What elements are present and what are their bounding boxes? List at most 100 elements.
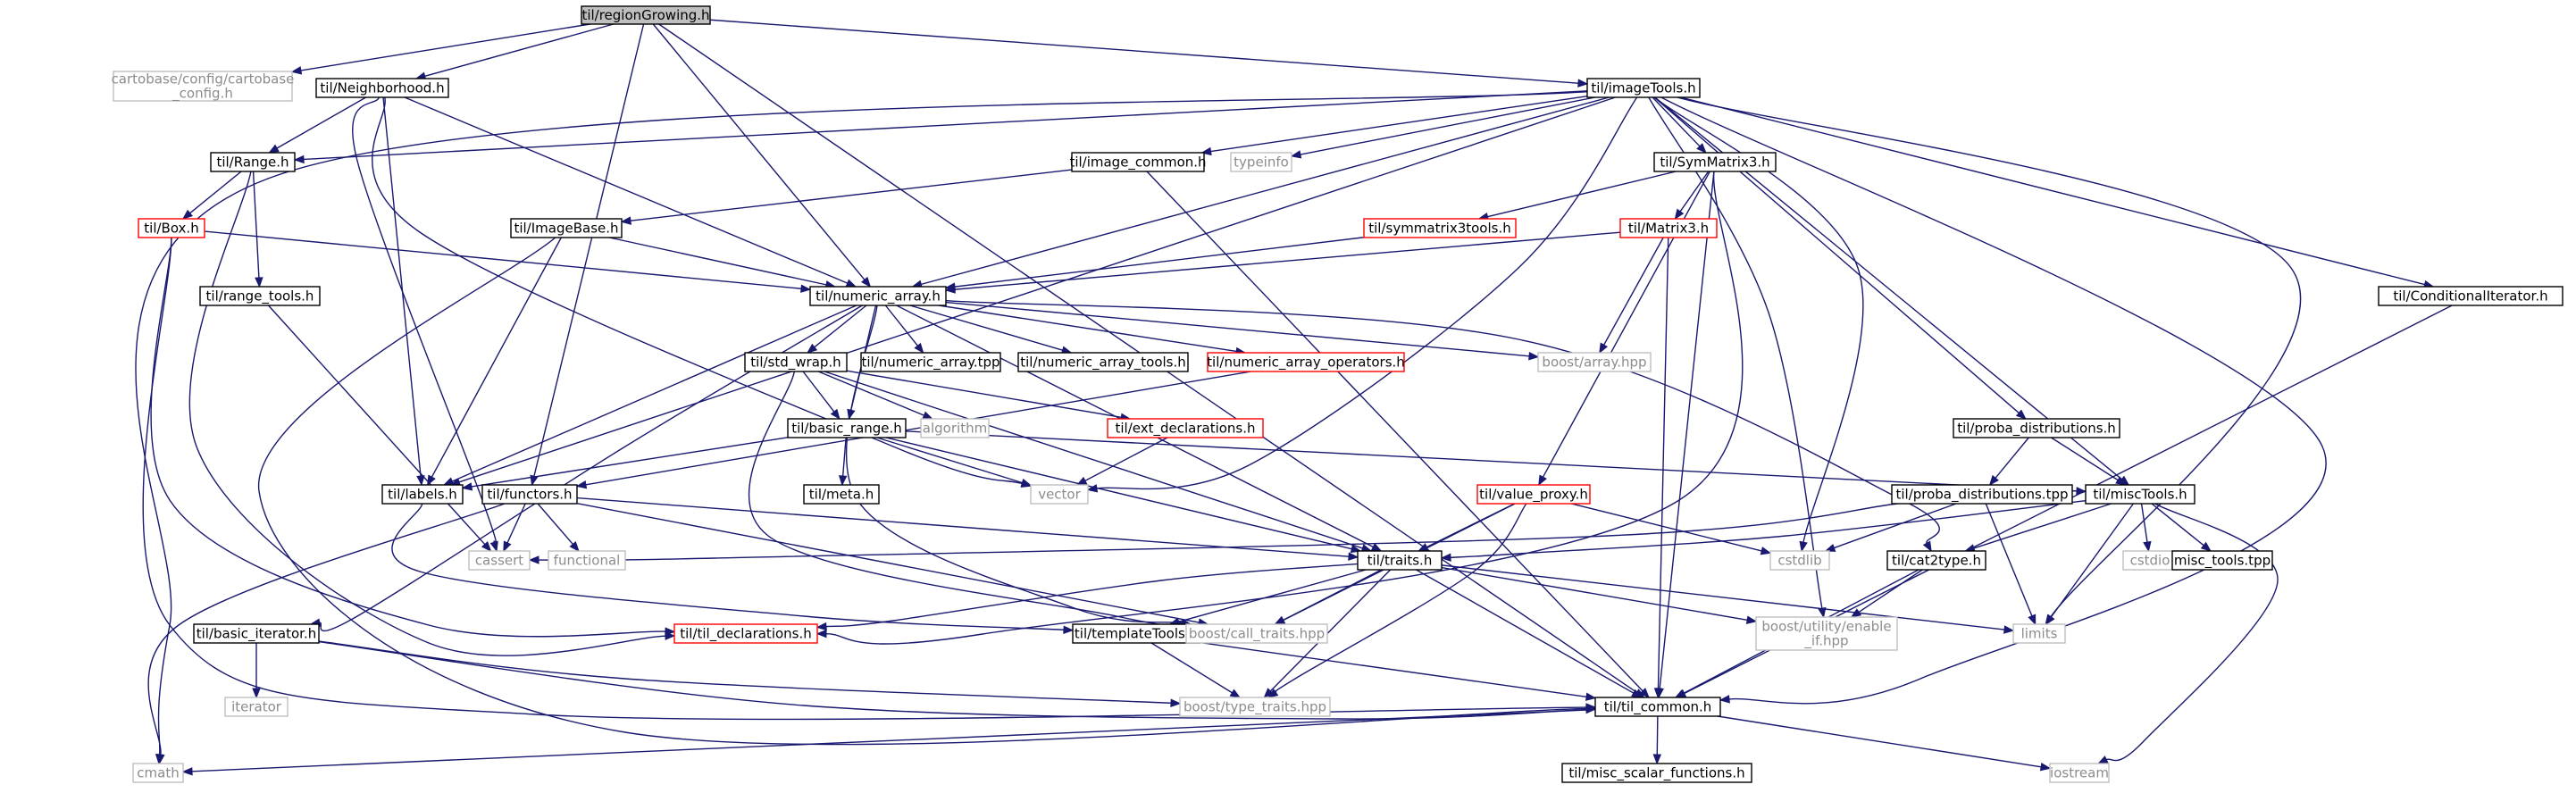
edge-line — [267, 305, 486, 546]
edge-std_wrap-to-basic_range — [802, 371, 841, 421]
arrowhead — [845, 279, 857, 288]
edge-line — [2050, 503, 2134, 618]
node-cmath[interactable]: cmath — [132, 763, 184, 783]
node-label: cassert — [475, 553, 523, 569]
node-SymMatrix3[interactable]: til/SymMatrix3.h — [1653, 152, 1777, 172]
node-proba_distributions_tpp[interactable]: til/proba_distributions.tpp — [1891, 484, 2073, 505]
node-label: iterator — [231, 699, 282, 715]
node-box — [673, 623, 818, 644]
node-image_common[interactable]: til/image_common.h — [1069, 152, 1207, 172]
edge-line — [1660, 96, 2327, 705]
node-label: til/cat2type.h — [1892, 553, 1981, 569]
node-functors[interactable]: til/functors.h — [481, 484, 578, 505]
arrowhead — [481, 541, 492, 552]
node-labels[interactable]: til/labels.h — [381, 484, 464, 505]
node-ConditionalIterator[interactable]: til/ConditionalIterator.h — [2378, 286, 2563, 306]
node-box — [548, 550, 626, 571]
node-basic_range[interactable]: til/basic_range.h — [787, 418, 907, 438]
arrowhead — [1922, 540, 1932, 553]
edge-labels-to-templateTools — [391, 503, 1075, 634]
node-misc_tools_tpp[interactable]: misc_tools.tpp — [2171, 550, 2273, 571]
edge-numeric_array_operators-to-functors — [575, 371, 1251, 489]
edge-Neighborhood-to-numeric_array — [404, 96, 857, 288]
node-iterator[interactable]: iterator — [224, 697, 289, 717]
node-range_tools[interactable]: til/range_tools.h — [199, 286, 321, 306]
arrowhead — [1290, 150, 1302, 159]
node-numeric_array_tpp[interactable]: til/numeric_array.tpp — [860, 352, 1001, 372]
node-cstdlib[interactable]: cstdlib — [1769, 550, 1830, 571]
edge-line — [1653, 96, 2020, 413]
edge-basic_range-to-vector — [876, 437, 1033, 487]
arrowhead — [293, 154, 305, 164]
node-boost_array[interactable]: boost/array.hpp — [1537, 352, 1652, 372]
node-iostream[interactable]: iostream — [2049, 763, 2110, 783]
node-imageTools[interactable]: til/imageTools.h — [1586, 78, 1701, 98]
node-Box[interactable]: til/Box.h — [138, 218, 205, 238]
arrowhead — [620, 216, 631, 225]
edge-traits-to-type_traits — [1263, 569, 1392, 698]
node-label: cstdio — [2130, 553, 2170, 569]
arrowhead — [807, 343, 818, 354]
node-Matrix3[interactable]: til/Matrix3.h — [1619, 218, 1718, 238]
node-regionGrowing[interactable]: til/regionGrowing.h — [581, 5, 711, 25]
edge-line — [1283, 569, 1382, 622]
node-typeinfo[interactable]: typeinfo — [1230, 152, 1292, 172]
node-label: _if.hpp — [1803, 633, 1848, 650]
node-numeric_array[interactable]: til/numeric_array.h — [809, 286, 947, 306]
node-meta[interactable]: til/meta.h — [803, 484, 880, 505]
node-enable_if[interactable]: boost/utility/enable_if.hpp — [1755, 616, 1898, 651]
node-call_traits[interactable]: boost/call_traits.hpp — [1185, 623, 1328, 644]
node-label: til/meta.h — [809, 487, 874, 503]
edge-line — [905, 430, 2078, 492]
edge-miscTools-to-traits — [1440, 499, 2087, 562]
node-traits[interactable]: til/traits.h — [1357, 550, 1443, 571]
edge-basic_iterator-to-iterator — [252, 643, 261, 699]
node-functional[interactable]: functional — [548, 550, 626, 571]
node-cassert[interactable]: cassert — [468, 550, 531, 571]
node-algorithm[interactable]: algorithm — [920, 418, 990, 438]
edge-line — [188, 171, 666, 656]
node-value_proxy[interactable]: til/value_proxy.h — [1476, 484, 1591, 505]
node-cat2type[interactable]: til/cat2type.h — [1886, 550, 1986, 571]
node-Neighborhood[interactable]: til/Neighborhood.h — [315, 78, 449, 98]
edge-functors-to-cmath — [147, 503, 506, 765]
edge-basic_iterator-to-type_traits — [318, 640, 1182, 708]
node-ext_declarations[interactable]: til/ext_declarations.h — [1107, 418, 1264, 438]
node-basic_iterator[interactable]: til/basic_iterator.h — [193, 623, 320, 644]
edge-line — [709, 19, 1579, 84]
node-type_traits[interactable]: boost/type_traits.hpp — [1179, 697, 1331, 717]
node-box — [1594, 697, 1721, 717]
node-til_common[interactable]: til/til_common.h — [1594, 697, 1721, 717]
node-numeric_array_operators[interactable]: til/numeric_array_operators.h — [1207, 352, 1405, 372]
node-label: til/image_common.h — [1069, 154, 1206, 171]
node-std_wrap[interactable]: til/std_wrap.h — [744, 352, 848, 372]
node-til_declarations[interactable]: til/til_declarations.h — [673, 623, 818, 644]
edge-regionGrowing-to-cartobase_config — [290, 23, 590, 75]
arrowhead — [1348, 552, 1359, 561]
node-vector[interactable]: vector — [1030, 484, 1089, 505]
edge-line — [1973, 503, 2112, 549]
node-miscTools[interactable]: til/miscTools.h — [2085, 484, 2195, 505]
node-cstdio[interactable]: cstdio — [2122, 550, 2178, 571]
node-label: til/symmatrix3tools.h — [1368, 221, 1511, 237]
node-misc_scalar_functions[interactable]: til/misc_scalar_functions.h — [1561, 763, 1752, 783]
arrowhead — [2143, 540, 2152, 553]
node-templateTools[interactable]: til/templateTools.h — [1072, 623, 1200, 644]
node-label: _config.h — [171, 86, 233, 103]
arrowhead — [1652, 754, 1662, 765]
edge-line — [506, 503, 526, 544]
node-box — [744, 352, 848, 372]
node-numeric_array_tools[interactable]: til/numeric_array_tools.h — [1017, 352, 1189, 372]
node-ImageBase[interactable]: til/ImageBase.h — [510, 218, 623, 238]
node-proba_distributions_h[interactable]: til/proba_distributions.h — [1953, 418, 2120, 438]
node-label: til/basic_range.h — [791, 421, 902, 438]
node-label: til/SymMatrix3.h — [1660, 154, 1769, 171]
edge-numeric_array-to-boost_array — [945, 301, 1540, 361]
node-cartobase_config[interactable]: cartobase/config/cartobase_config.h — [112, 71, 295, 103]
node-symmatrix3tools[interactable]: til/symmatrix3tools.h — [1363, 218, 1517, 238]
node-box — [787, 418, 907, 438]
node-label: til/functors.h — [487, 487, 572, 503]
edge-Neighborhood-to-Range — [268, 96, 367, 154]
node-limits[interactable]: limits — [2012, 623, 2066, 644]
node-Range[interactable]: til/Range.h — [210, 152, 296, 172]
